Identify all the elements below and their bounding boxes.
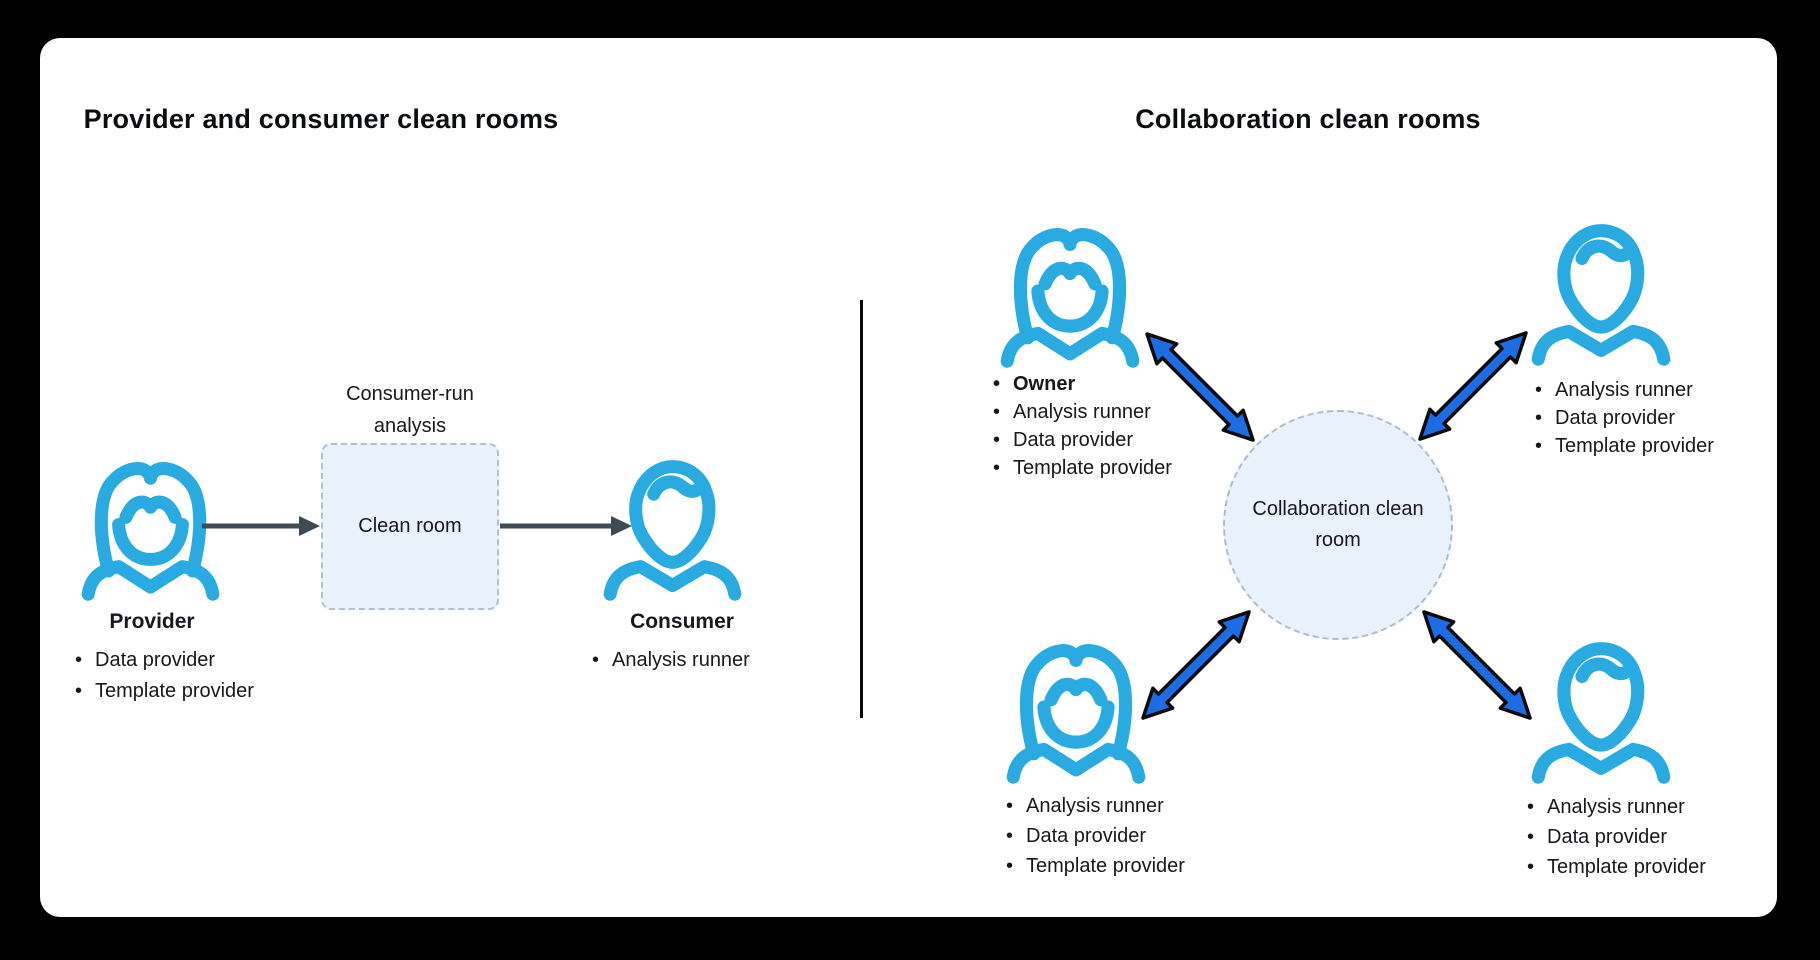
provider-to-cleanroom-arrow — [202, 516, 320, 536]
participant-bottom-left-woman-user-icon — [1003, 634, 1149, 786]
role-item: Analysis runner — [993, 398, 1172, 426]
provider-label: Provider — [109, 610, 195, 633]
provider-roles-list: Data provider Template provider — [75, 645, 254, 707]
role-item: Template provider — [1006, 851, 1185, 881]
role-item: Data provider — [1006, 821, 1185, 851]
participant-bottom-right-man-user-icon — [1528, 634, 1674, 786]
role-item: Analysis runner — [1535, 376, 1714, 404]
role-item: Analysis runner — [592, 645, 750, 676]
role-item: Template provider — [75, 676, 254, 707]
participant-bottom-left-roles-list: Analysis runner Data provider Template p… — [1006, 791, 1185, 881]
participant-top-left-woman-user-icon — [997, 218, 1143, 370]
clean-room-box: Clean room — [321, 443, 499, 610]
role-item: Data provider — [1527, 822, 1706, 852]
left-panel-title: Provider and consumer clean rooms — [83, 104, 559, 134]
role-item: Template provider — [1527, 852, 1706, 882]
diagram-card — [40, 38, 1777, 917]
clean-room-caption: Consumer-run analysis — [346, 383, 474, 437]
role-item: Data provider — [1535, 404, 1714, 432]
participant-bottom-right-roles-list: Analysis runner Data provider Template p… — [1527, 792, 1706, 882]
collaboration-clean-room-circle: Collaboration clean room — [1223, 410, 1453, 640]
role-item: Template provider — [993, 454, 1172, 482]
role-item: Data provider — [993, 426, 1172, 454]
role-item: Data provider — [75, 645, 254, 676]
consumer-man-user-icon — [600, 452, 745, 603]
participant-top-right-man-user-icon — [1528, 216, 1674, 368]
consumer-roles-list: Analysis runner — [592, 645, 750, 676]
role-item: Analysis runner — [1527, 792, 1706, 822]
role-item-owner: Owner — [993, 370, 1172, 398]
cleanroom-to-consumer-arrow — [500, 516, 632, 536]
panel-divider — [860, 300, 863, 718]
right-panel-title: Collaboration clean rooms — [1135, 104, 1481, 134]
participant-top-left-roles-list: Owner Analysis runner Data provider Temp… — [993, 370, 1172, 482]
role-item: Analysis runner — [1006, 791, 1185, 821]
collaboration-clean-room-label: Collaboration clean room — [1252, 498, 1424, 551]
consumer-label: Consumer — [630, 610, 734, 633]
clean-room-box-label: Clean room — [358, 515, 462, 537]
role-item: Template provider — [1535, 432, 1714, 460]
participant-top-right-roles-list: Analysis runner Data provider Template p… — [1535, 376, 1714, 460]
